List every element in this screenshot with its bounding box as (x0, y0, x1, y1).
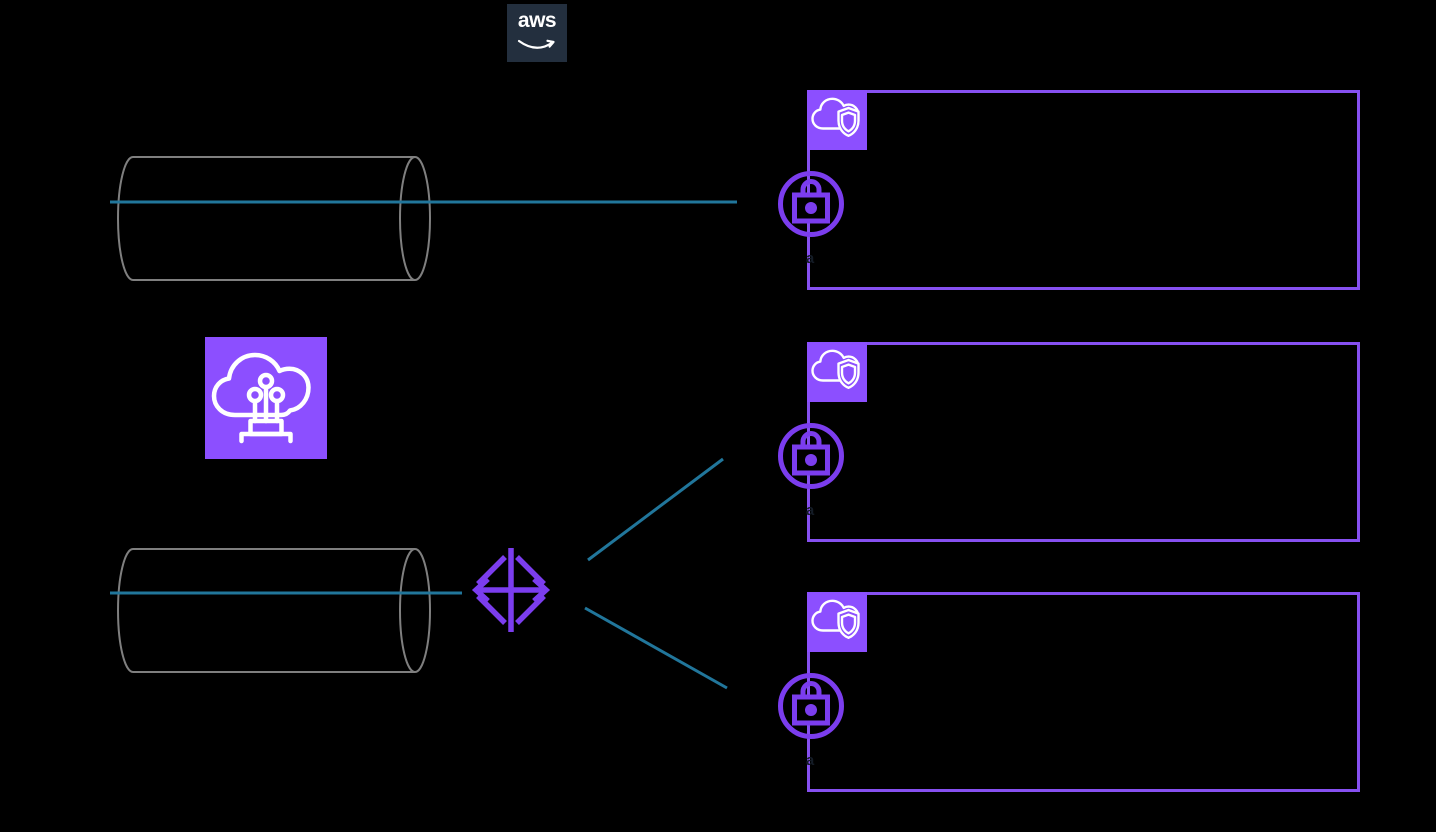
vpn-gateway-lock-icon (773, 668, 849, 744)
connection-tgw-to-vpc3 (584, 606, 728, 690)
padlock-keyhole (805, 202, 817, 214)
vpn-gateway-lock-icon (773, 166, 849, 242)
aws-transit-gateway-icon (471, 548, 551, 632)
padlock-keyhole (805, 704, 817, 716)
connector-base (239, 431, 293, 444)
cylinder-body (133, 156, 415, 281)
gateway-circle (778, 423, 844, 489)
vpn-gateway-lock-icon (773, 418, 849, 494)
cloud-shield-icon (811, 97, 860, 137)
vpc-icon (807, 592, 867, 652)
vpc-box-3: a (778, 592, 1360, 792)
gateway-circle (778, 171, 844, 237)
cylinder-left-cap (117, 156, 134, 281)
pin-center (257, 372, 275, 390)
pin-left (246, 386, 264, 404)
pin-stems (252, 385, 280, 424)
diamond-outline (476, 555, 546, 625)
cylinder-right-cap (399, 156, 431, 281)
aws-logo-text: aws (517, 9, 557, 32)
arrowhead-left (471, 576, 490, 604)
cylinder-left-cap (117, 548, 134, 673)
vpc-box-2: a (778, 342, 1360, 542)
pin-right (268, 386, 286, 404)
padlock-keyhole (805, 454, 817, 466)
vpc-icon (807, 342, 867, 402)
cloud-shield-icon (811, 599, 860, 639)
vpc-icon (807, 90, 867, 150)
vpc-box-1: a (778, 90, 1360, 290)
label-fragment: a (805, 250, 815, 267)
cylinder-right-cap (399, 548, 431, 673)
padlock-shackle (800, 179, 822, 195)
cylinder-body (133, 548, 415, 673)
gateway-circle (778, 673, 844, 739)
aws-direct-connect-icon (211, 352, 311, 444)
aws-smile-icon (517, 39, 555, 49)
vpn-tunnel-bottom-icon (117, 548, 431, 673)
padlock-shackle (800, 431, 822, 447)
cloud-shield-icon (811, 349, 860, 389)
label-fragment: a (805, 502, 815, 519)
cloud-outline (211, 352, 311, 418)
label-fragment: a (805, 752, 815, 769)
transit-gateway-node (469, 548, 553, 632)
vpn-tunnel-top-icon (117, 156, 431, 281)
direct-connect-node (205, 337, 327, 459)
arrowhead-right (532, 576, 551, 604)
connection-tgw-to-vpc2 (587, 457, 724, 562)
aws-logo: aws (507, 4, 567, 62)
padlock-shackle (800, 681, 822, 697)
